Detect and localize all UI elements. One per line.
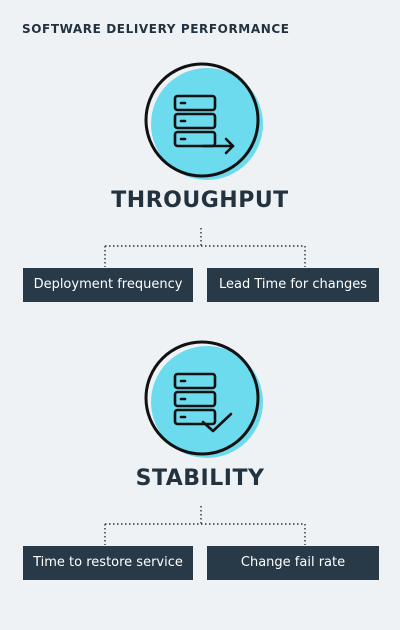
metric-time-to-restore-service: Time to restore service (23, 546, 193, 580)
throughput-section: THROUGHPUT Deployment frequency Lead Tim… (0, 62, 400, 352)
server-check-icon (143, 340, 263, 462)
metric-change-fail-rate: Change fail rate (207, 546, 379, 580)
throughput-connector (0, 224, 400, 269)
page-title: SOFTWARE DELIVERY PERFORMANCE (22, 22, 290, 36)
stability-section: STABILITY Time to restore service Change… (0, 340, 400, 630)
stability-connector (0, 502, 400, 547)
server-arrow-icon (143, 62, 263, 184)
metric-deployment-frequency: Deployment frequency (23, 268, 193, 302)
throughput-title: THROUGHPUT (111, 188, 289, 213)
metric-lead-time-for-changes: Lead Time for changes (207, 268, 379, 302)
stability-title: STABILITY (135, 466, 265, 491)
